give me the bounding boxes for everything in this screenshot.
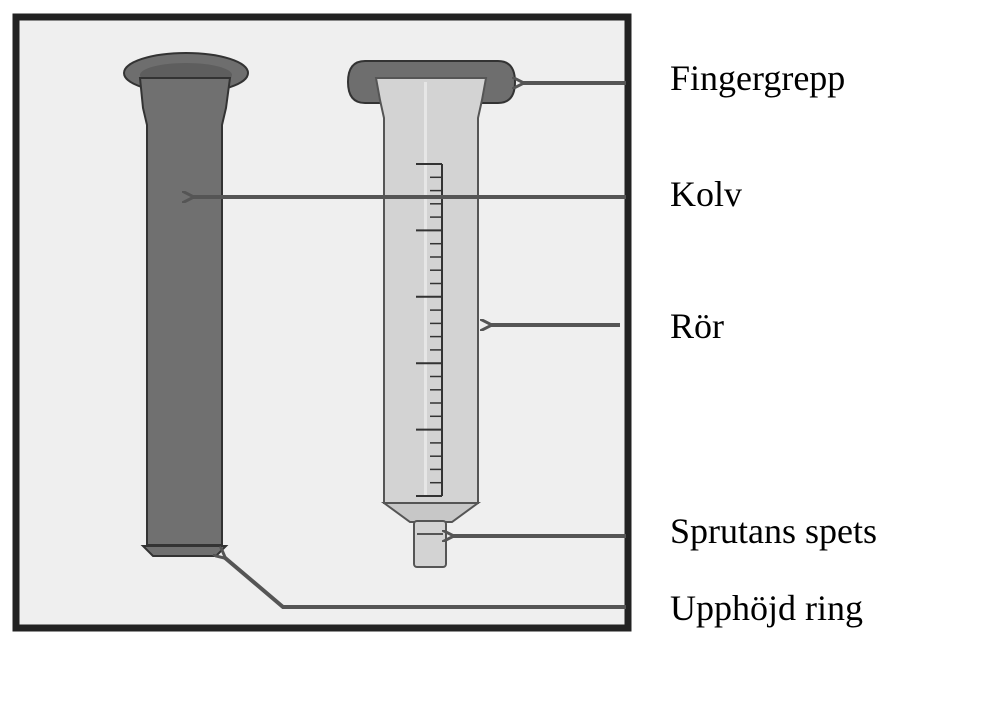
- diagram-frame: [12, 13, 632, 632]
- barrel-label: Rör: [670, 306, 724, 346]
- finger-grip-label: Fingergrepp: [670, 58, 846, 98]
- raised-ring-shape: [140, 545, 229, 557]
- syringe-barrel-icon: [346, 60, 517, 568]
- syringe-plunger-icon: [123, 52, 249, 557]
- raised-ring-arrow: [224, 557, 626, 609]
- syringe-tip-shape: [413, 520, 447, 568]
- plunger-label: Kolv: [670, 174, 742, 214]
- syringe-tip-label: Sprutans spets: [670, 511, 877, 551]
- barrel-measurement-scale: [416, 163, 443, 497]
- raised-ring-label: Upphöjd ring: [670, 588, 863, 628]
